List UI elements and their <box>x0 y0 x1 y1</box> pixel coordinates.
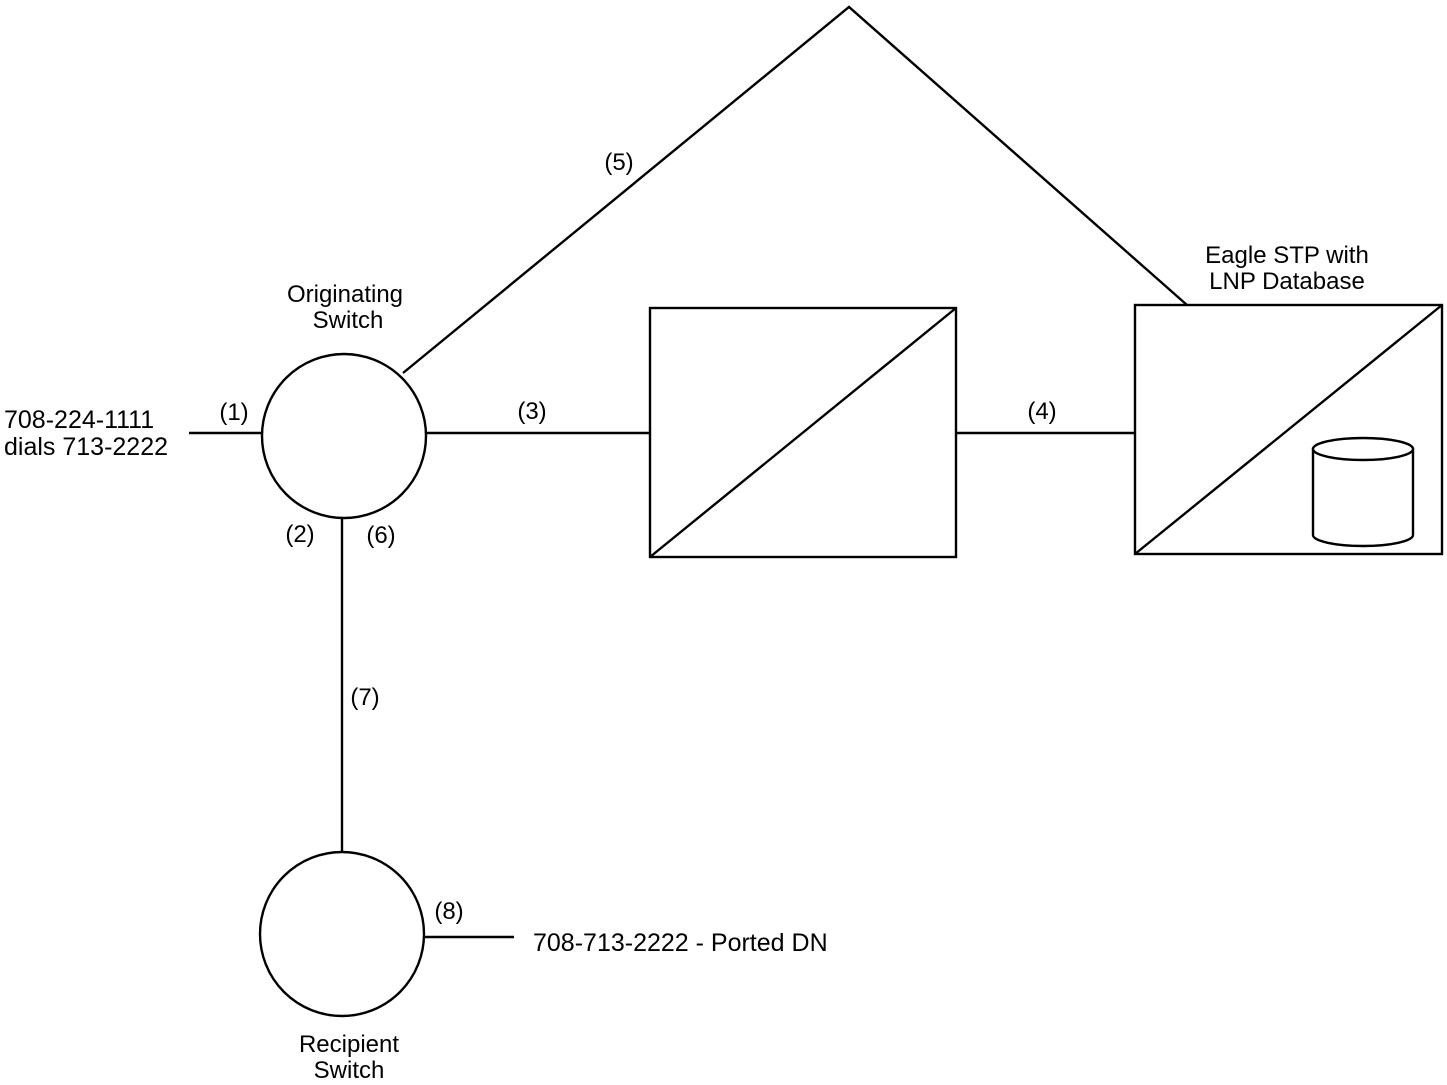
step-5-label: (5) <box>604 149 633 176</box>
stp-box-diagonal <box>649 307 957 558</box>
ported-dn-label: 708-713-2222 - Ported DN <box>533 929 828 957</box>
recipient-switch-label-line1: Recipient <box>299 1031 399 1058</box>
step-3-label: (3) <box>517 398 546 425</box>
step-4-label: (4) <box>1027 398 1056 425</box>
recipient-switch-label-line2: Switch <box>314 1057 385 1084</box>
originating-switch-label-line1: Originating <box>287 281 403 308</box>
caller-number-label: 708-224-1111 <box>4 406 154 434</box>
eagle-stp-box-diagonal <box>1134 304 1443 555</box>
caller-dials-label: dials 713-2222 <box>4 433 168 461</box>
link-eagle-return-path <box>402 5 1188 374</box>
intermediate-stp <box>648 306 958 559</box>
eagle-stp-label-line1: Eagle STP with <box>1205 242 1369 269</box>
eagle-stp <box>1133 303 1444 556</box>
step-7-label: (7) <box>350 684 379 711</box>
step-6-label: (6) <box>366 522 395 549</box>
step-2-label: (2) <box>285 521 314 548</box>
database-cylinder-icon <box>1311 436 1415 548</box>
step-1-label: (1) <box>219 399 248 426</box>
originating-switch <box>260 352 428 520</box>
recipient-switch <box>258 850 426 1018</box>
eagle-stp-label-line2: LNP Database <box>1209 268 1365 295</box>
originating-switch-label-line2: Switch <box>313 307 384 334</box>
step-8-label: (8) <box>434 898 463 925</box>
